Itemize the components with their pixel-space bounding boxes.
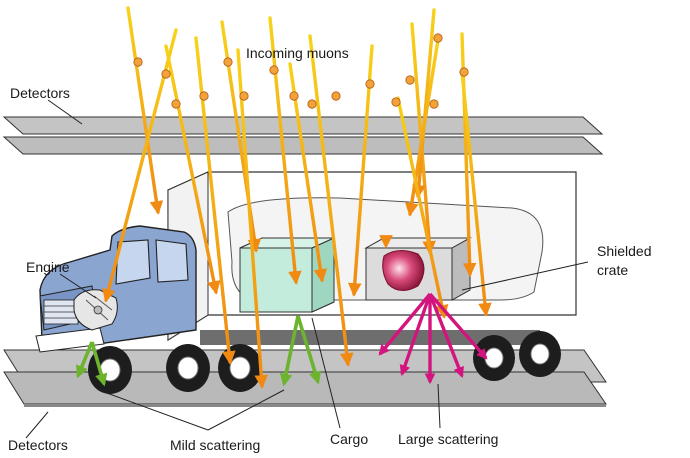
muon-dot-icon — [391, 97, 401, 107]
muon-dot-icon — [429, 99, 439, 109]
muon-dot-icon — [171, 99, 181, 109]
wheel-icon — [473, 335, 515, 381]
wheel-icon — [519, 331, 561, 377]
incoming-muons-label: Incoming muons — [246, 45, 349, 61]
muon-track — [194, 36, 236, 365]
muon-track — [126, 6, 164, 215]
muon-dot-icon — [133, 57, 143, 67]
shielded-crate-label-line1: Shielded — [597, 243, 652, 259]
shielded-crate-label-line2: crate — [597, 262, 628, 278]
muon-dot-icon — [459, 67, 469, 77]
mild-scattering-arrows — [76, 315, 322, 387]
muon-track — [412, 8, 436, 199]
truck-cab — [35, 225, 197, 353]
engine-label: Engine — [26, 259, 70, 275]
muon-dot-icon — [405, 75, 415, 85]
large-scatter-arrow — [399, 293, 432, 377]
muon-dot-icon — [223, 57, 233, 67]
cargo-label: Cargo — [330, 431, 368, 447]
muon-track — [396, 96, 449, 319]
muon-dot-icon — [433, 33, 443, 43]
muon-dot-icon — [161, 69, 171, 79]
mild-scatter-arrow — [279, 315, 300, 387]
muon-dot-icon — [289, 91, 299, 101]
mild-scatter-arrow — [76, 341, 94, 379]
muon-dot-icon — [331, 91, 341, 101]
shielded-crate — [364, 237, 472, 301]
muon-dot-icon — [269, 65, 279, 75]
detectors-bottom-label: Detectors — [8, 437, 68, 453]
mild-scatter-arrow — [90, 341, 108, 387]
large-scatter-arrow — [378, 292, 432, 356]
muon-track — [164, 44, 221, 295]
muon-track — [268, 16, 302, 285]
large-scatter-arrow — [428, 292, 488, 360]
detectors-top-label: Detectors — [10, 85, 70, 101]
muon-dot-icon — [307, 99, 317, 109]
leader-lines — [25, 99, 589, 439]
large-scatter-arrow — [428, 293, 464, 379]
mild-scatter-arrow — [296, 315, 322, 385]
large-scattering-arrows — [378, 292, 488, 385]
mild-scattering-label: Mild scattering — [170, 437, 260, 453]
muon-track — [236, 48, 269, 389]
muon-dot-icon — [365, 79, 375, 89]
muon-track — [308, 34, 354, 367]
wheel-icon — [218, 344, 262, 392]
wheel-icon — [166, 344, 210, 392]
muon-markers — [133, 33, 469, 109]
muon-dot-icon — [199, 91, 209, 101]
muon-track — [460, 70, 492, 317]
large-scattering-label: Large scattering — [398, 431, 498, 447]
muon-dot-icon — [239, 91, 249, 101]
